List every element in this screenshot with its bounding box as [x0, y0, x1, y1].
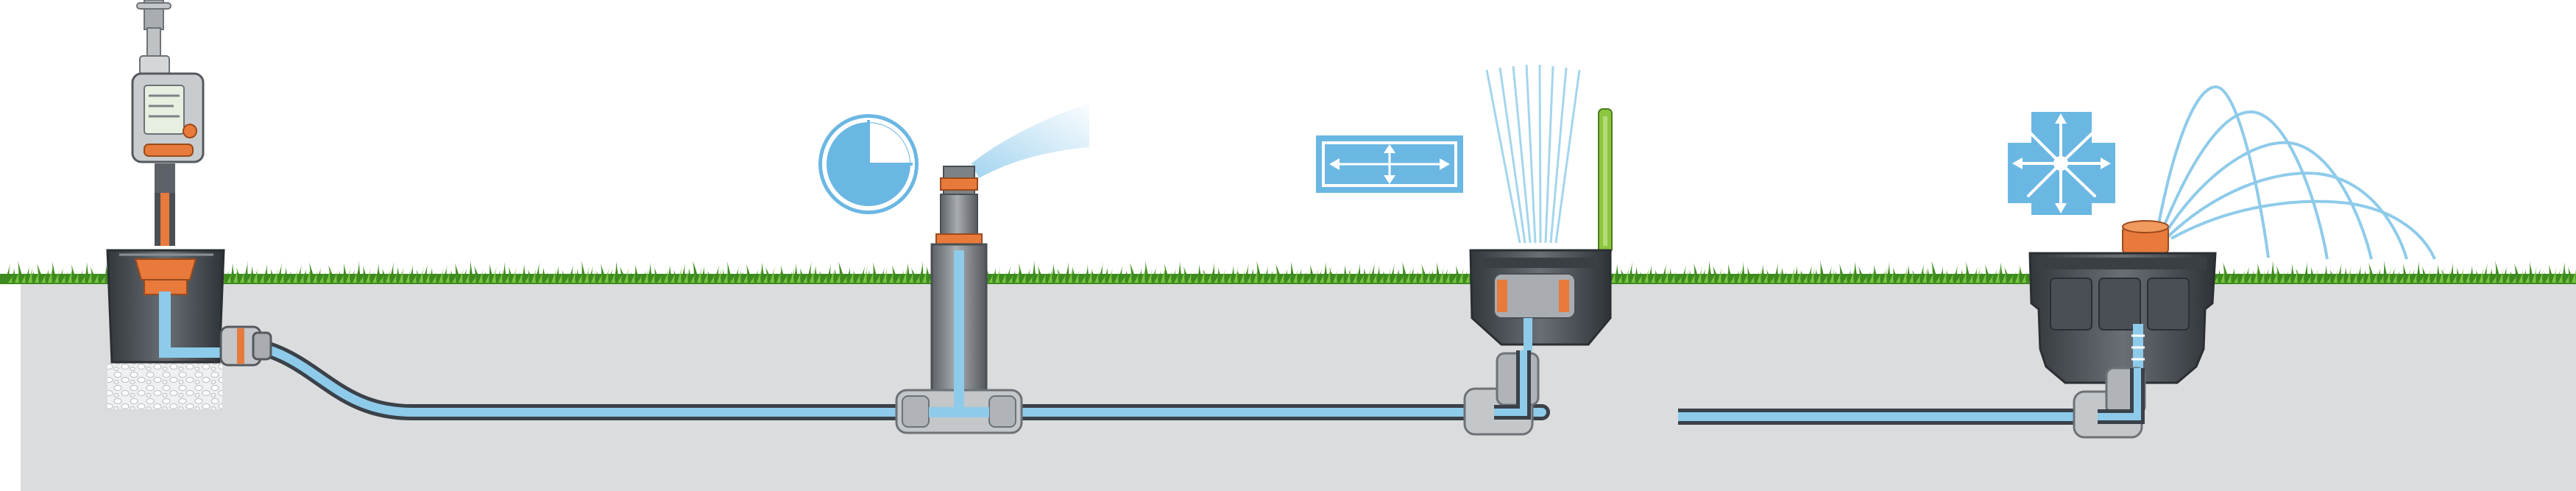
water-tap [136, 0, 171, 76]
multi-direction-spray-icon [2008, 112, 2115, 215]
pipe-connector [219, 325, 272, 367]
tap-connector-box [106, 193, 247, 409]
pop-up-sprinkler [895, 166, 1023, 434]
rotation-angle-icon [818, 114, 919, 214]
rotary-sprinkler [2028, 220, 2217, 439]
rectangular-area-icon [1316, 135, 1463, 193]
water-computer [131, 72, 205, 196]
oscillating-sprinkler [1463, 108, 1613, 436]
lawn-grass [0, 261, 2576, 284]
rotary-spray-arcs [2155, 85, 2436, 260]
pop-up-spray-jet [972, 103, 1089, 178]
oscillating-water-jets [1485, 64, 1581, 244]
